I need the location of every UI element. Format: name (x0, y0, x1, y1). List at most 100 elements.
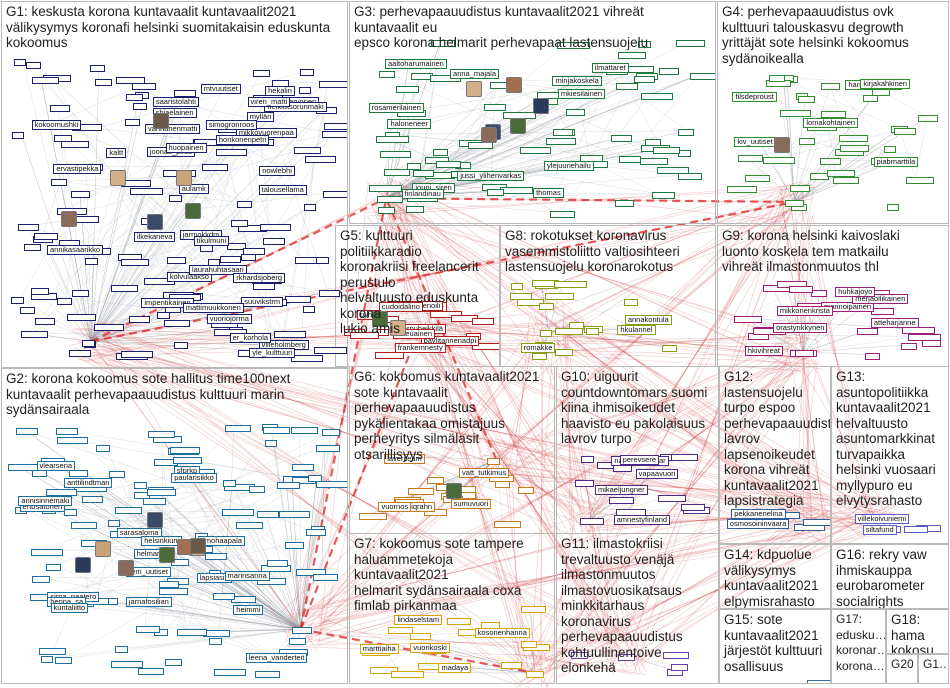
minor-node[interactable] (82, 496, 104, 504)
minor-node[interactable] (313, 346, 347, 354)
minor-node[interactable] (125, 93, 143, 101)
minor-node[interactable] (304, 204, 317, 212)
user-node[interactable]: finlandinau (401, 189, 444, 200)
minor-node[interactable] (377, 206, 395, 214)
user-node[interactable]: pekkanenelina (731, 508, 786, 519)
minor-node[interactable] (494, 481, 510, 489)
minor-node[interactable] (256, 578, 286, 586)
minor-node[interactable] (410, 633, 432, 641)
minor-node[interactable] (133, 102, 148, 110)
minor-node[interactable] (790, 185, 811, 193)
minor-node[interactable] (213, 593, 236, 601)
minor-node[interactable] (645, 138, 662, 146)
minor-node[interactable] (295, 257, 318, 265)
minor-node[interactable] (579, 518, 604, 526)
minor-node[interactable] (390, 670, 424, 678)
minor-node[interactable] (656, 167, 689, 175)
minor-node[interactable] (33, 233, 58, 241)
minor-node[interactable] (922, 340, 942, 348)
user-avatar-icon[interactable] (532, 97, 549, 114)
minor-node[interactable] (133, 492, 150, 500)
user-avatar-icon[interactable] (185, 203, 202, 220)
user-node[interactable]: osmosoininvaara (726, 519, 790, 530)
user-avatar-icon[interactable] (94, 541, 111, 558)
user-avatar-icon[interactable] (445, 483, 462, 500)
minor-node[interactable] (121, 259, 150, 267)
minor-node[interactable] (432, 148, 448, 156)
user-node[interactable]: huhkajoyo (835, 286, 876, 297)
minor-node[interactable] (173, 89, 196, 97)
minor-node[interactable] (114, 507, 142, 515)
minor-node[interactable] (321, 429, 340, 437)
minor-node[interactable] (519, 146, 551, 154)
minor-node[interactable] (177, 629, 208, 637)
minor-node[interactable] (617, 52, 646, 60)
user-node[interactable]: vapaavuori (635, 468, 679, 479)
minor-node[interactable] (89, 65, 105, 73)
minor-node[interactable] (511, 283, 524, 291)
user-avatar-icon[interactable] (510, 117, 526, 134)
user-avatar-icon[interactable] (176, 170, 193, 187)
user-avatar-icon[interactable] (389, 320, 406, 337)
minor-node[interactable] (493, 520, 521, 528)
minor-node[interactable] (734, 316, 763, 324)
user-node[interactable]: vuorikoski (410, 642, 450, 653)
user-node[interactable]: merjaollikainen (852, 293, 909, 304)
minor-node[interactable] (375, 135, 409, 143)
user-node[interactable]: annisinnemaki (18, 496, 73, 506)
user-avatar-icon[interactable] (147, 213, 164, 230)
minor-node[interactable] (158, 581, 179, 589)
user-avatar-icon[interactable] (118, 559, 135, 576)
minor-node[interactable] (670, 454, 698, 462)
minor-node[interactable] (61, 141, 90, 149)
minor-node[interactable] (405, 206, 424, 214)
user-node[interactable]: simogronroos (205, 119, 258, 130)
minor-node[interactable] (769, 74, 786, 82)
minor-node[interactable] (167, 256, 187, 264)
minor-node[interactable] (284, 541, 304, 549)
user-node[interactable]: anttilindtman (63, 477, 113, 488)
user-node[interactable]: kuntaliitto (50, 603, 89, 614)
minor-node[interactable] (908, 334, 942, 342)
minor-node[interactable] (315, 444, 340, 452)
user-node[interactable]: mikkonenkrista (776, 305, 833, 316)
minor-node[interactable] (380, 150, 412, 158)
minor-node[interactable] (690, 72, 715, 80)
minor-node[interactable] (108, 519, 121, 527)
minor-node[interactable] (565, 108, 585, 116)
minor-node[interactable] (204, 552, 227, 560)
minor-node[interactable] (285, 296, 312, 304)
minor-node[interactable] (299, 87, 311, 95)
minor-node[interactable] (253, 69, 271, 77)
minor-node[interactable] (349, 331, 379, 339)
minor-node[interactable] (388, 626, 414, 634)
minor-node[interactable] (379, 71, 396, 79)
minor-node[interactable] (236, 522, 264, 530)
minor-node[interactable] (550, 210, 576, 218)
user-avatar-icon[interactable] (371, 311, 388, 328)
minor-node[interactable] (56, 297, 72, 305)
minor-node[interactable] (132, 82, 157, 90)
minor-node[interactable] (918, 114, 939, 122)
minor-node[interactable] (169, 195, 183, 203)
user-node[interactable]: aaltoharumainen (384, 59, 447, 70)
minor-node[interactable] (640, 92, 673, 100)
minor-node[interactable] (138, 668, 165, 676)
user-node[interactable]: siltafund (862, 524, 897, 535)
minor-node[interactable] (57, 436, 89, 444)
user-node[interactable]: jussi_ylihenvarkas (457, 171, 525, 182)
user-node[interactable]: paularisikko (171, 472, 217, 483)
user-node[interactable]: lomakohtainen (803, 117, 859, 128)
minor-node[interactable] (323, 122, 347, 130)
minor-node[interactable] (208, 638, 222, 646)
minor-node[interactable] (883, 146, 896, 154)
minor-node[interactable] (46, 489, 78, 497)
minor-node[interactable] (471, 343, 499, 351)
minor-node[interactable] (487, 457, 501, 465)
user-node[interactable]: hekalin (265, 85, 295, 96)
minor-node[interactable] (93, 323, 124, 331)
minor-node[interactable] (509, 293, 532, 301)
minor-node[interactable] (871, 307, 895, 315)
user-node[interactable]: rkhardsjoberg (233, 273, 286, 284)
minor-node[interactable] (539, 303, 555, 311)
